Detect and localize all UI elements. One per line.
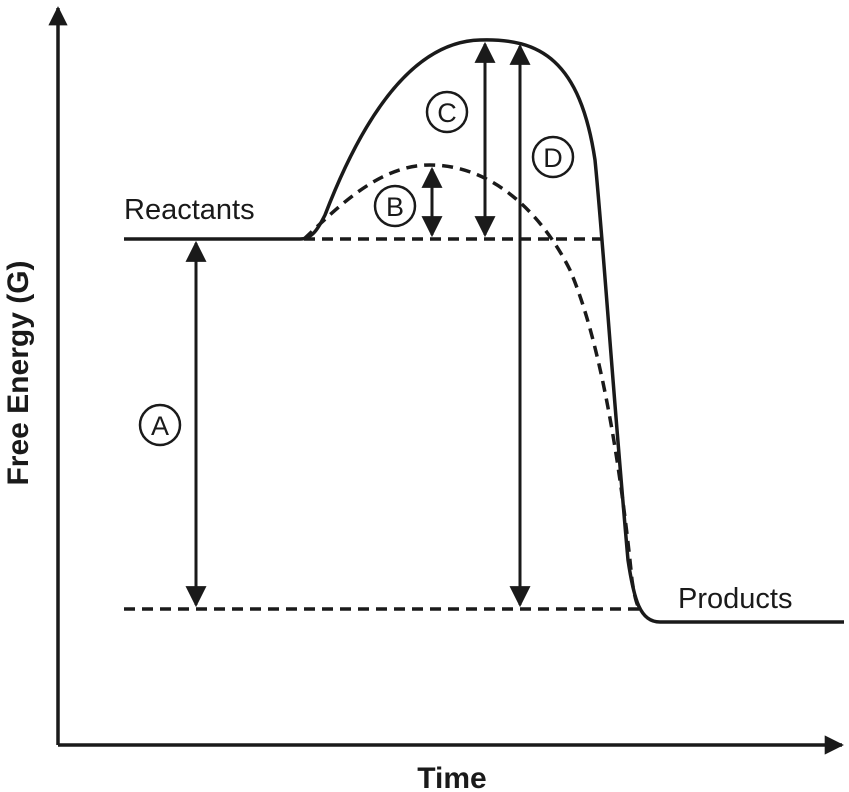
x-axis-title: Time	[417, 762, 486, 792]
marker-c-label: C	[437, 98, 457, 128]
marker-a-label: A	[151, 411, 169, 441]
marker-c: C	[425, 90, 469, 134]
y-axis-title: Free Energy (G)	[2, 260, 35, 485]
marker-d-label: D	[543, 143, 563, 173]
uncatalyzed-curve	[124, 38, 844, 624]
reactants-label: Reactants	[124, 194, 255, 226]
catalyzed-curve	[302, 163, 643, 612]
marker-b: B	[373, 184, 417, 228]
products-label: Products	[678, 583, 792, 615]
marker-a: A	[138, 403, 182, 447]
marker-d: D	[531, 135, 575, 179]
marker-b-label: B	[386, 192, 404, 222]
